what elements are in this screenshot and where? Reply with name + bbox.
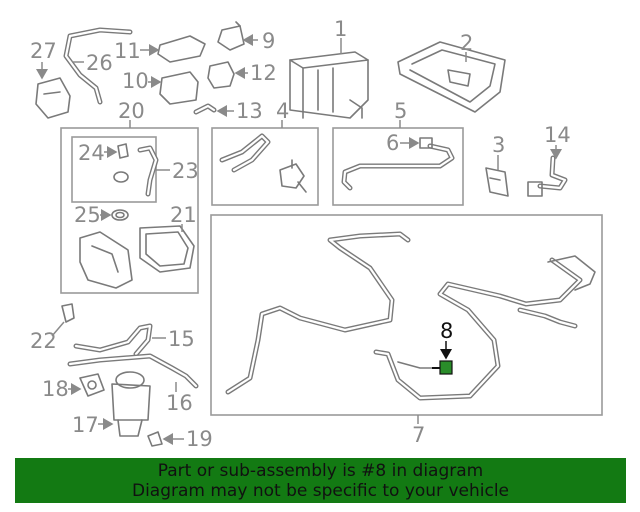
group-box-7 — [210, 214, 603, 416]
part-16-tube — [67, 353, 199, 389]
part-24-clip — [117, 143, 129, 159]
part-2-plate — [397, 41, 506, 113]
banner-line-1: Part or sub-assembly is #8 in diagram — [157, 461, 484, 481]
svg-text:27: 27 — [30, 39, 57, 63]
callout-5: 5 — [394, 99, 407, 128]
callout-7: 7 — [412, 415, 425, 447]
info-banner: Part or sub-assembly is #8 in diagram Di… — [15, 458, 626, 503]
part-26-hose — [63, 27, 133, 105]
part-14-connector — [527, 155, 568, 197]
part-11-bracket — [157, 35, 206, 63]
part-23-hose — [137, 145, 159, 197]
svg-text:25: 25 — [74, 203, 101, 227]
callout-11: 11 — [114, 39, 160, 63]
part-21-gasket — [139, 225, 195, 273]
svg-text:19: 19 — [186, 427, 213, 451]
callout-24: 24 — [78, 141, 118, 165]
svg-text:21: 21 — [170, 203, 197, 227]
svg-text:4: 4 — [276, 99, 289, 123]
svg-text:11: 11 — [114, 39, 141, 63]
callout-13: 13 — [216, 99, 263, 123]
svg-text:12: 12 — [250, 61, 277, 85]
svg-text:16: 16 — [166, 391, 193, 415]
callout-27: 27 — [30, 39, 57, 80]
callout-18: 18 — [42, 377, 82, 401]
callout-12: 12 — [234, 61, 277, 85]
part-20-module — [79, 231, 133, 289]
svg-text:6: 6 — [386, 131, 399, 155]
svg-text:15: 15 — [168, 327, 195, 351]
part-18-gasket — [79, 373, 105, 397]
part-4-pipes — [219, 133, 307, 193]
part-17-valve — [111, 371, 151, 437]
callout-26: 26 — [72, 51, 113, 75]
part-1-canister — [289, 51, 369, 119]
svg-text:10: 10 — [122, 69, 149, 93]
callout-8: 8 — [440, 319, 453, 360]
svg-text:5: 5 — [394, 99, 407, 123]
svg-text:13: 13 — [236, 99, 263, 123]
part-6-fitting — [419, 137, 433, 149]
part-9-valve — [217, 21, 245, 51]
part-12-sensor — [207, 61, 235, 89]
svg-text:18: 18 — [42, 377, 69, 401]
svg-text:23: 23 — [172, 159, 199, 183]
callout-21: 21 — [170, 203, 197, 232]
svg-text:26: 26 — [86, 51, 113, 75]
callout-6: 6 — [386, 131, 420, 155]
callout-14: 14 — [544, 123, 571, 160]
callout-25: 25 — [74, 203, 112, 227]
svg-text:17: 17 — [72, 413, 99, 437]
group-box-5 — [332, 127, 464, 206]
callout-22: 22 — [30, 321, 65, 353]
callout-4: 4 — [276, 99, 289, 128]
svg-text:22: 22 — [30, 329, 57, 353]
svg-text:8: 8 — [440, 319, 453, 343]
part-25-oring — [111, 209, 129, 221]
part-27-housing — [35, 77, 71, 119]
parts-diagram: 1 2 3 4 5 6 7 8 9 10 11 12 — [30, 17, 603, 451]
svg-text:20: 20 — [118, 99, 145, 123]
svg-text:7: 7 — [412, 423, 425, 447]
group-box-4 — [211, 127, 319, 206]
svg-text:14: 14 — [544, 123, 571, 147]
svg-text:9: 9 — [262, 29, 275, 53]
callout-15: 15 — [152, 327, 195, 351]
callout-23: 23 — [156, 159, 199, 183]
callout-9: 9 — [242, 29, 275, 53]
svg-text:1: 1 — [334, 17, 347, 41]
part-22-bolt — [61, 303, 75, 323]
callout-20: 20 — [118, 99, 145, 128]
svg-text:3: 3 — [492, 133, 505, 157]
part-10-solenoid — [159, 71, 199, 105]
callout-17: 17 — [72, 413, 114, 437]
part-5-pipe — [341, 143, 455, 191]
callout-3: 3 — [492, 133, 505, 170]
part-20-cap — [113, 171, 129, 183]
part-13-hose — [193, 103, 217, 115]
callout-10: 10 — [122, 69, 162, 93]
callout-16: 16 — [166, 382, 193, 415]
part-8-highlighted — [432, 360, 453, 375]
svg-text:2: 2 — [460, 31, 473, 55]
callout-19: 19 — [162, 427, 213, 451]
part-7-lines — [225, 231, 596, 401]
part-3-bracket — [485, 167, 509, 197]
svg-text:24: 24 — [78, 141, 105, 165]
part-15-tube — [73, 323, 153, 357]
banner-line-2: Diagram may not be specific to your vehi… — [131, 481, 509, 501]
callout-1: 1 — [334, 17, 347, 54]
callout-2: 2 — [460, 31, 473, 62]
part-19-bolt — [147, 431, 163, 447]
